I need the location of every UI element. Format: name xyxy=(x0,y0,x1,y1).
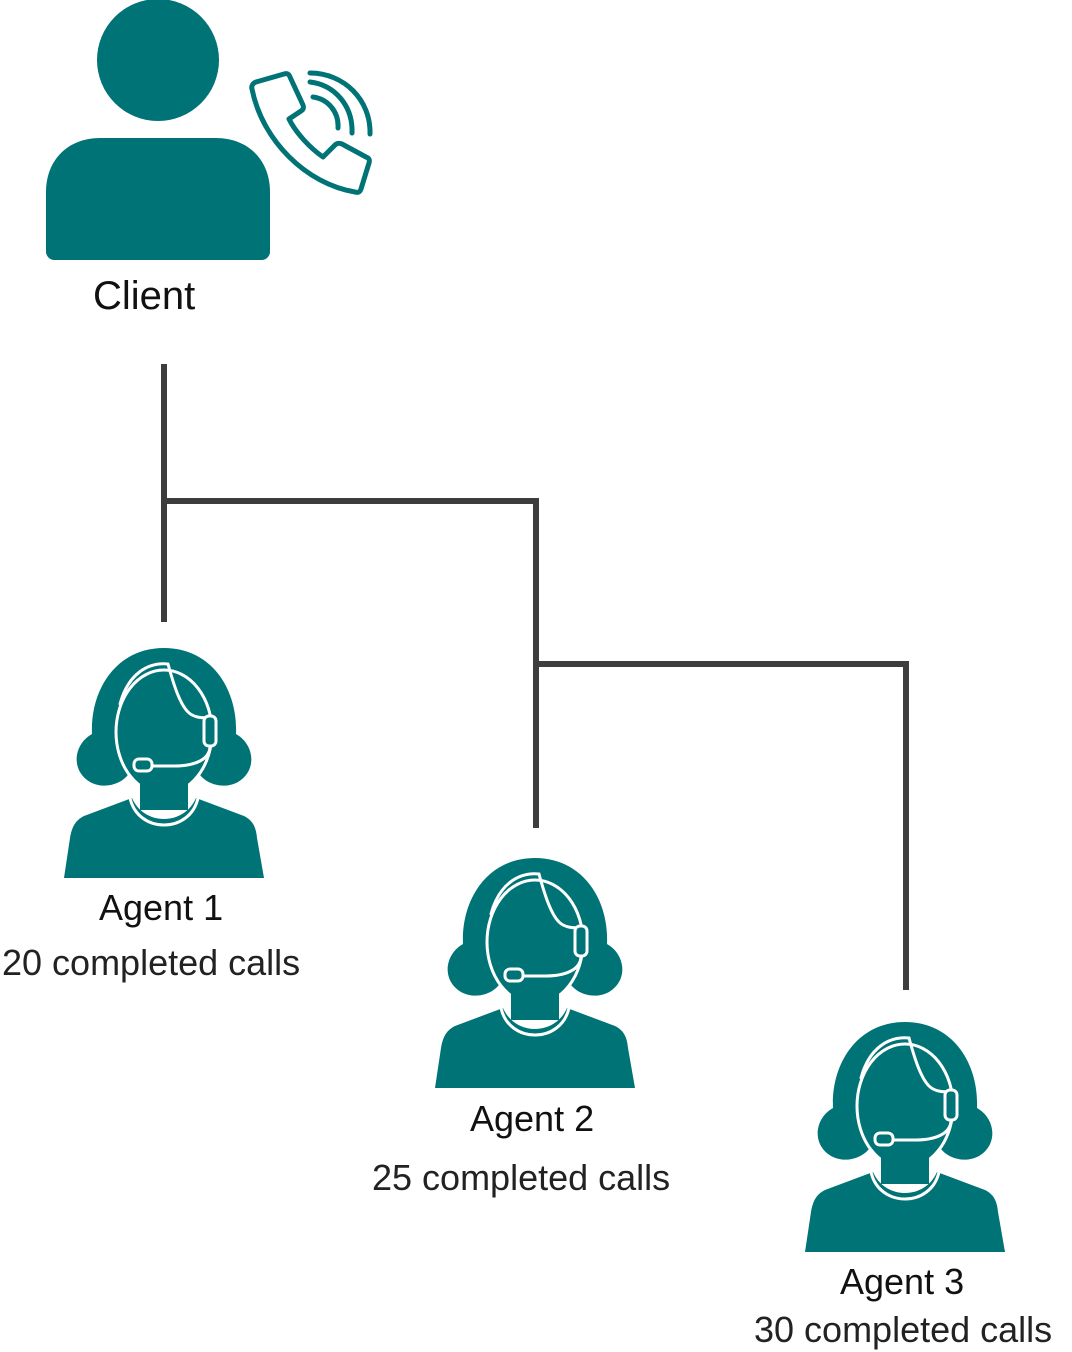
agent2-headset-icon xyxy=(433,856,637,1090)
phone-ringing-icon xyxy=(249,70,373,195)
connector-lines xyxy=(161,364,909,990)
connector-to-agent2 xyxy=(164,498,539,828)
agent3-name: Agent 3 xyxy=(840,1261,965,1302)
agent2-name: Agent 2 xyxy=(470,1098,595,1139)
agent2-calls: 25 completed calls xyxy=(372,1157,671,1198)
agent3-calls: 30 completed calls xyxy=(754,1309,1053,1350)
agent1-name: Agent 1 xyxy=(99,887,224,928)
client-person-icon xyxy=(46,0,270,260)
client-label: Client xyxy=(93,274,196,318)
agent1-calls: 20 completed calls xyxy=(2,942,301,983)
connector-to-agent3 xyxy=(536,661,909,990)
agent3-headset-icon xyxy=(803,1020,1007,1254)
agent1-headset-icon xyxy=(62,646,266,880)
